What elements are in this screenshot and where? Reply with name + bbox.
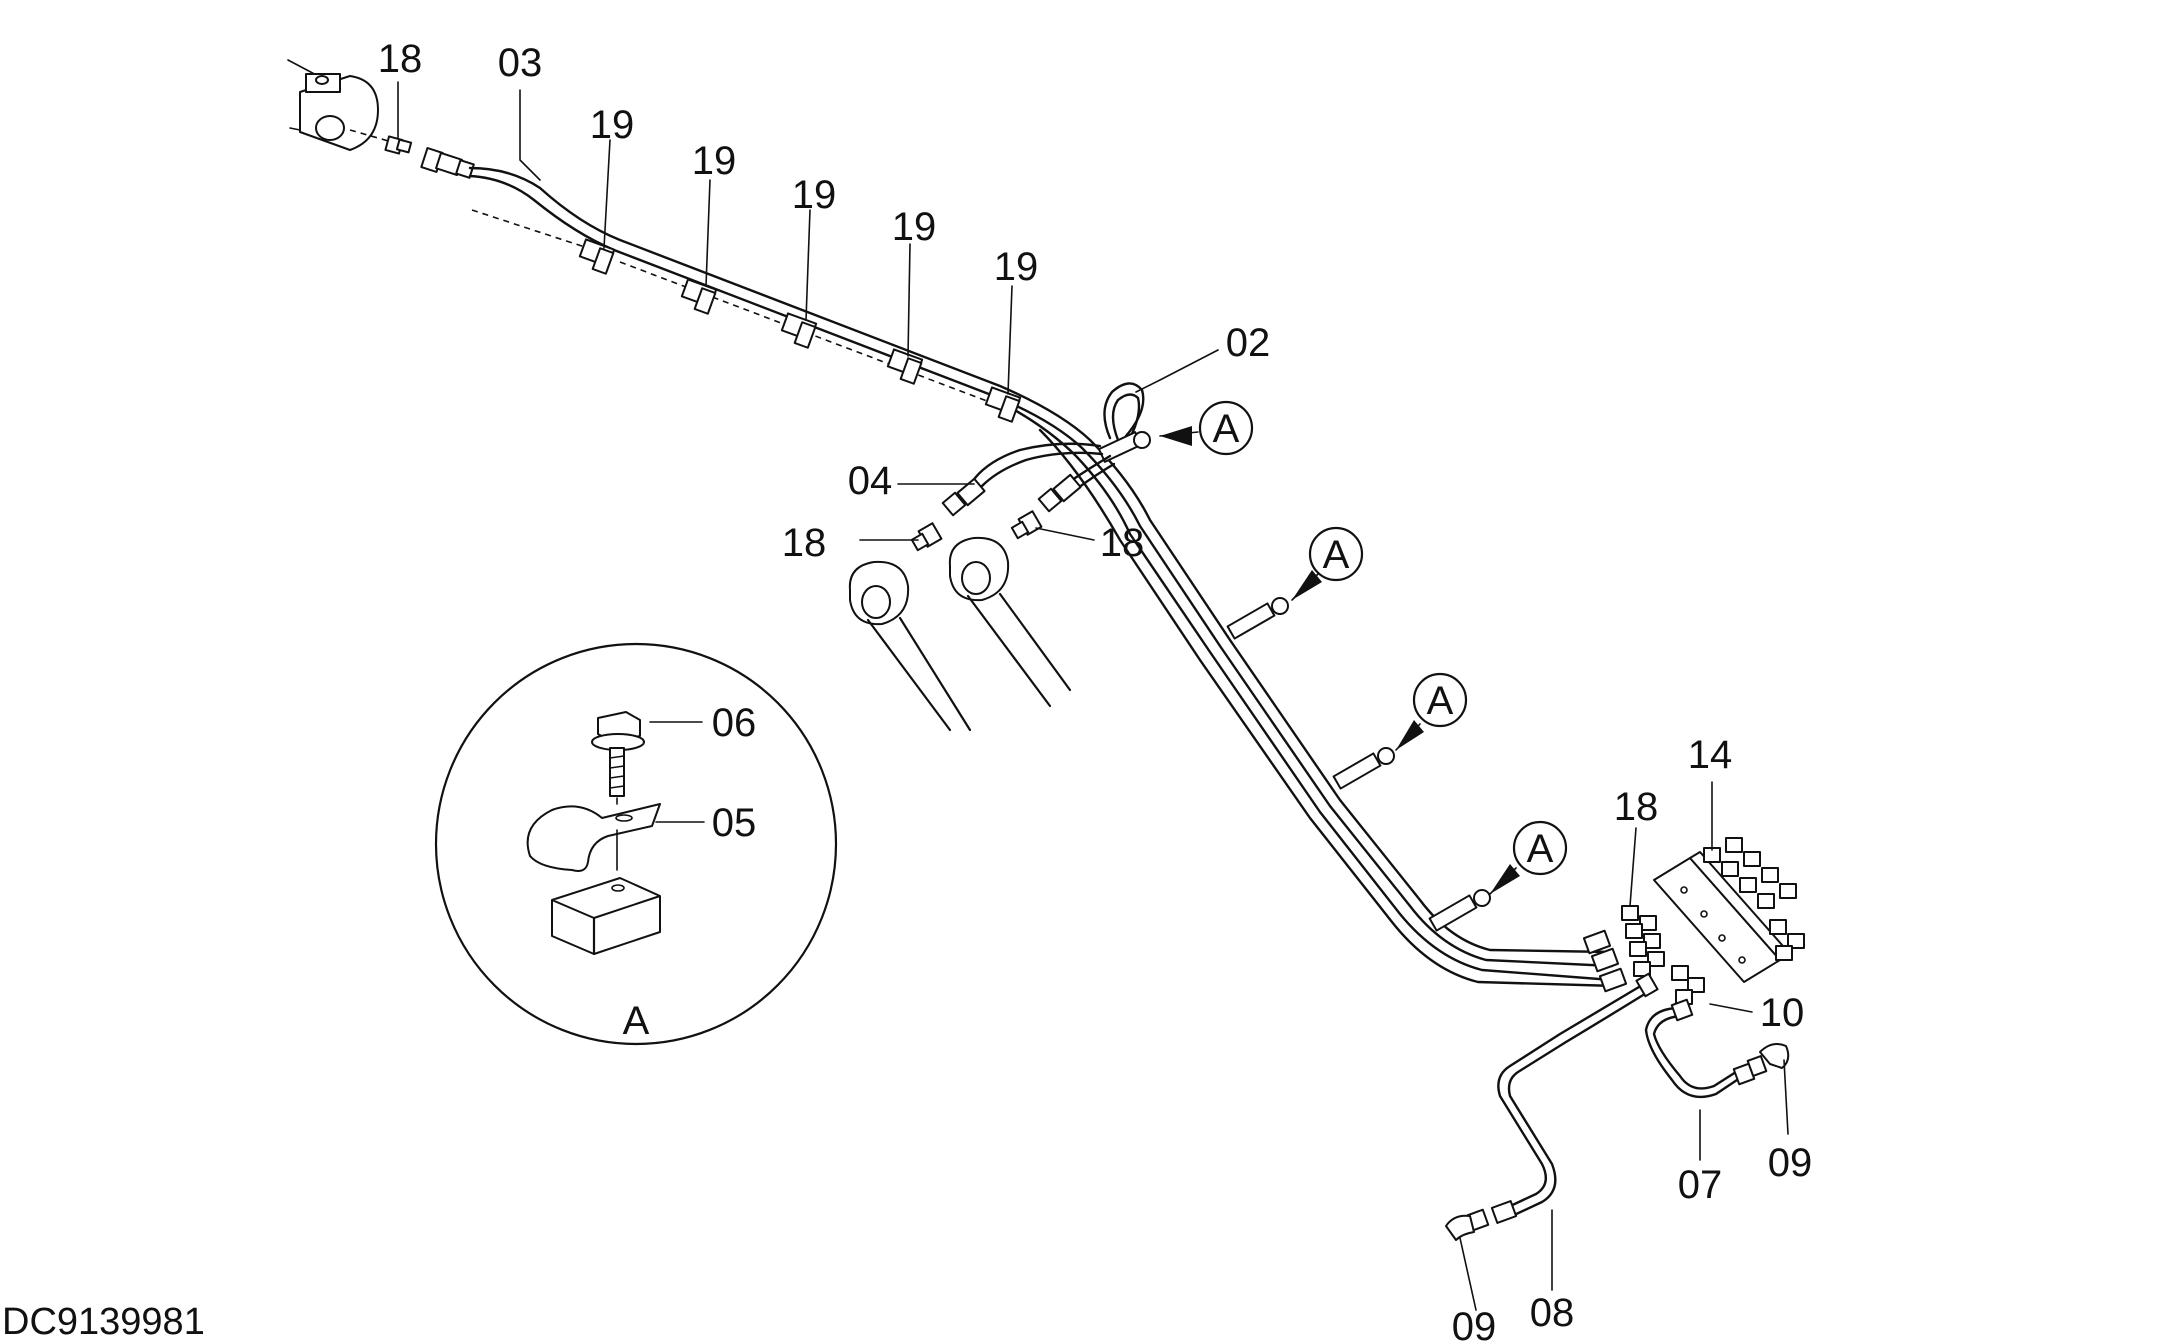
leader-lines [397, 81, 1789, 1311]
callout-03: 03 [498, 41, 543, 85]
detail-ref-label: A [1527, 827, 1554, 871]
detail-ref-a-1: A [1159, 400, 1254, 456]
clamp-19-c [780, 312, 818, 349]
callout-19-c: 19 [792, 173, 837, 217]
drawing-code: DC9139981 [2, 1301, 205, 1343]
bundle-clamp-a4 [1428, 889, 1491, 932]
elbow-09-bottom [1445, 1214, 1475, 1241]
detail-ref-a-2: A [1291, 526, 1364, 601]
callout-14: 14 [1688, 733, 1733, 777]
bundle-clamp-a3 [1332, 747, 1395, 790]
callout-19-e: 19 [994, 245, 1039, 289]
valve-hose-ends [1582, 929, 1628, 993]
detail-ref-a-3: A [1395, 672, 1468, 751]
callout-09-bottom: 09 [1452, 1305, 1497, 1343]
hose-04 [941, 442, 1116, 517]
pipe-07 [1644, 998, 1768, 1099]
callout-19-b: 19 [692, 139, 737, 183]
callout-07: 07 [1678, 1163, 1723, 1207]
clamp-19-a [578, 238, 616, 275]
cylinder-right [948, 536, 1072, 708]
clamp-19-d [886, 348, 924, 385]
detail-ref-label: A [1323, 533, 1350, 577]
callout-02: 02 [1226, 321, 1271, 365]
pipe-08 [1466, 972, 1659, 1232]
detail-ref-label: A [1213, 407, 1240, 451]
hose-bundle [468, 166, 1618, 988]
detail-a-label: A [623, 999, 650, 1043]
bundle-clamp-top [1097, 431, 1151, 463]
fitting-18-mid [1010, 510, 1043, 540]
callout-19-d: 19 [892, 205, 937, 249]
callout-19-a: 19 [590, 103, 635, 147]
pump-bracket [287, 59, 393, 151]
clamp-19-e [984, 386, 1022, 423]
callout-06: 06 [712, 701, 757, 745]
cylinder-left [848, 560, 972, 732]
clamp-19-b [680, 278, 718, 315]
fitting-18-left [910, 522, 943, 552]
callout-10: 10 [1760, 991, 1805, 1035]
bundle-clamp-a2 [1226, 597, 1289, 640]
callout-05: 05 [712, 801, 757, 845]
callout-08: 08 [1530, 1291, 1575, 1335]
callout-09-right: 09 [1768, 1141, 1813, 1185]
detail-ref-label: A [1427, 679, 1454, 723]
detail-ref-a-4: A [1489, 820, 1568, 895]
hose-end-03 [420, 147, 475, 179]
fitting-18-top [384, 135, 413, 155]
callout-18-right: 18 [1614, 785, 1659, 829]
callout-04: 04 [848, 459, 893, 503]
hose-loop-02 [1103, 382, 1145, 442]
elbow-09-right [1759, 1043, 1790, 1069]
detail-a-view [434, 642, 838, 1046]
callout-18-top: 18 [378, 37, 423, 81]
callout-18-left: 18 [782, 521, 827, 565]
control-valve [1621, 837, 1805, 1005]
callout-18-mid: 18 [1100, 521, 1145, 565]
